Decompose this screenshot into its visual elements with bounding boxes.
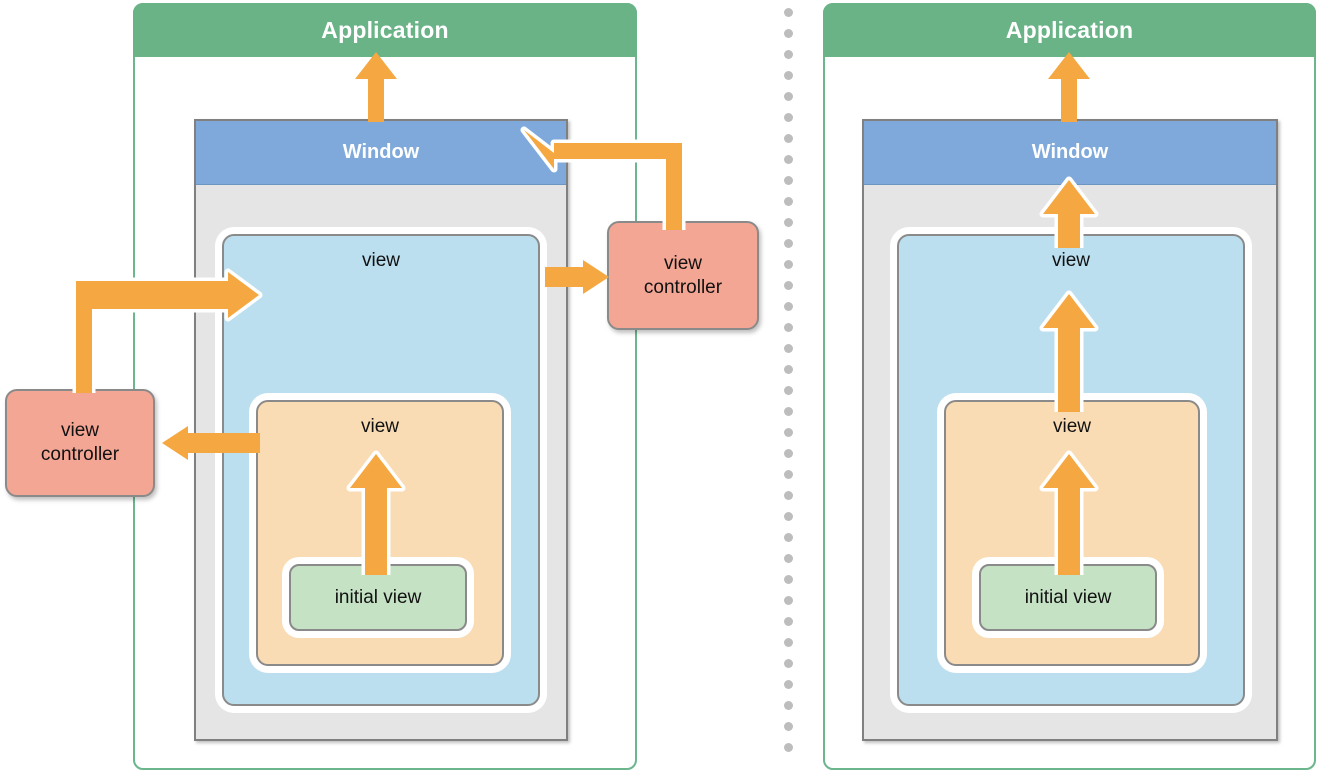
- left-outer-vc-line1: view: [60, 420, 99, 442]
- left-inner-vc-line2: controller: [643, 276, 723, 298]
- left-inner-vc-text: view controller: [644, 252, 722, 300]
- left-inner-view-label: view: [360, 416, 399, 437]
- right-outer-view-label: view: [1051, 250, 1090, 271]
- right-initial-view-label: initial view: [1024, 586, 1112, 608]
- left-outer-vc-text: view controller: [41, 419, 119, 467]
- dotted-separator: [784, 8, 793, 768]
- left-inner-vc-line1: view: [663, 252, 702, 274]
- left-outer-view-label: view: [361, 250, 400, 271]
- left-outer-vc-line2: controller: [40, 444, 120, 465]
- right-window-title: Window: [864, 121, 1276, 185]
- left-application-title: Application: [133, 3, 637, 57]
- right-initial-view: initial view: [979, 564, 1157, 631]
- left-window-title: Window: [196, 121, 566, 185]
- right-inner-view-label: view: [1052, 416, 1091, 437]
- left-initial-view: initial view: [289, 564, 467, 631]
- left-outer-view-controller: view controller: [5, 389, 155, 497]
- left-inner-view-controller: view controller: [607, 221, 759, 330]
- left-initial-view-label: initial view: [334, 586, 422, 608]
- right-application-title: Application: [823, 3, 1316, 57]
